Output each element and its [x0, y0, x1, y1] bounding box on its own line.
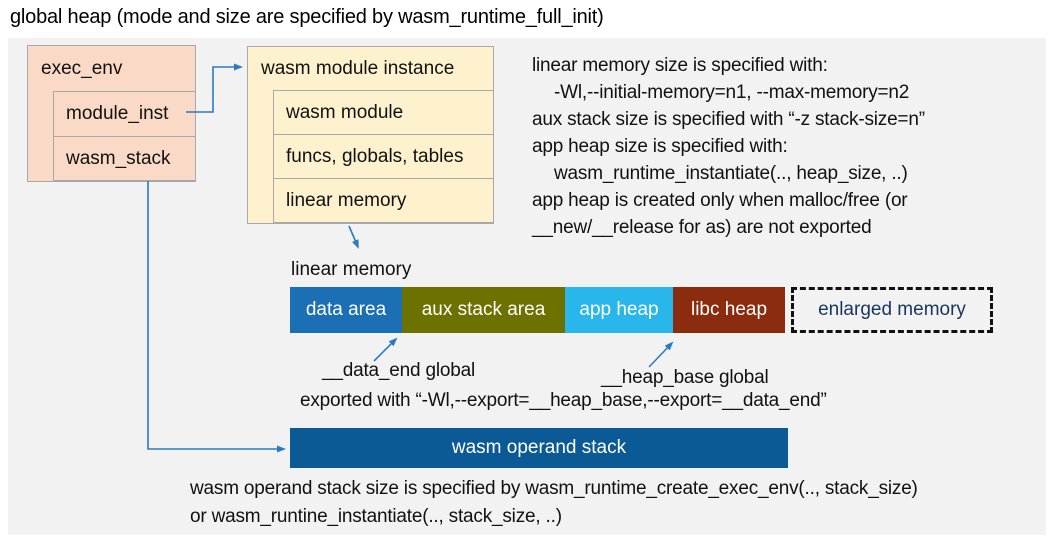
memory-segment-enlarged-memory: enlarged memory [791, 287, 993, 333]
module-instance-box: wasm module instance wasm module funcs, … [247, 46, 494, 224]
exec-env-row-wasm-stack: wasm_stack [53, 136, 196, 181]
note-line: app heap is created only when malloc/fre… [532, 190, 908, 211]
exec-env-box: exec_env module_inst wasm_stack [27, 45, 196, 182]
module-instance-row-funcs-globals-tables: funcs, globals, tables [273, 134, 494, 179]
linear-memory-label: linear memory [291, 259, 412, 280]
annotation-exported-with: exported with “-Wl,--export=__heap_base,… [300, 390, 827, 411]
note-line: aux stack size is specified with “-z sta… [532, 109, 925, 130]
module-instance-row-linear-memory: linear memory [273, 178, 494, 223]
wasm-operand-stack-bar: wasm operand stack [290, 428, 788, 468]
module-instance-title: wasm module instance [261, 58, 455, 79]
memory-segment-libc-heap: libc heap [673, 287, 785, 333]
operand-stack-note-line1: wasm operand stack size is specified by … [190, 478, 918, 499]
note-line: wasm_runtime_instantiate(.., heap_size, … [554, 163, 908, 184]
annotation-data-end-global: __data_end global [322, 360, 475, 381]
memory-segment-data-area: data area [290, 287, 402, 333]
module-instance-row-wasm-module: wasm module [273, 90, 494, 135]
page-title: global heap (mode and size are specified… [10, 6, 604, 28]
operand-stack-note-line2: or wasm_runtine_instantiate(.., stack_si… [190, 506, 562, 527]
exec-env-title: exec_env [41, 58, 123, 79]
note-line: -Wl,--initial-memory=n1, --max-memory=n2 [554, 82, 910, 103]
note-line: app heap size is specified with: [532, 136, 788, 157]
note-line: __new/__release for as) are not exported [532, 217, 872, 238]
memory-segment-app-heap: app heap [565, 287, 673, 333]
memory-segment-aux-stack-area: aux stack area [402, 287, 565, 333]
note-line: linear memory size is specified with: [532, 55, 828, 76]
size-notes-block: linear memory size is specified with: -W… [532, 52, 925, 241]
annotation-heap-base-global: __heap_base global [601, 367, 769, 388]
exec-env-row-module-inst: module_inst [53, 91, 196, 137]
